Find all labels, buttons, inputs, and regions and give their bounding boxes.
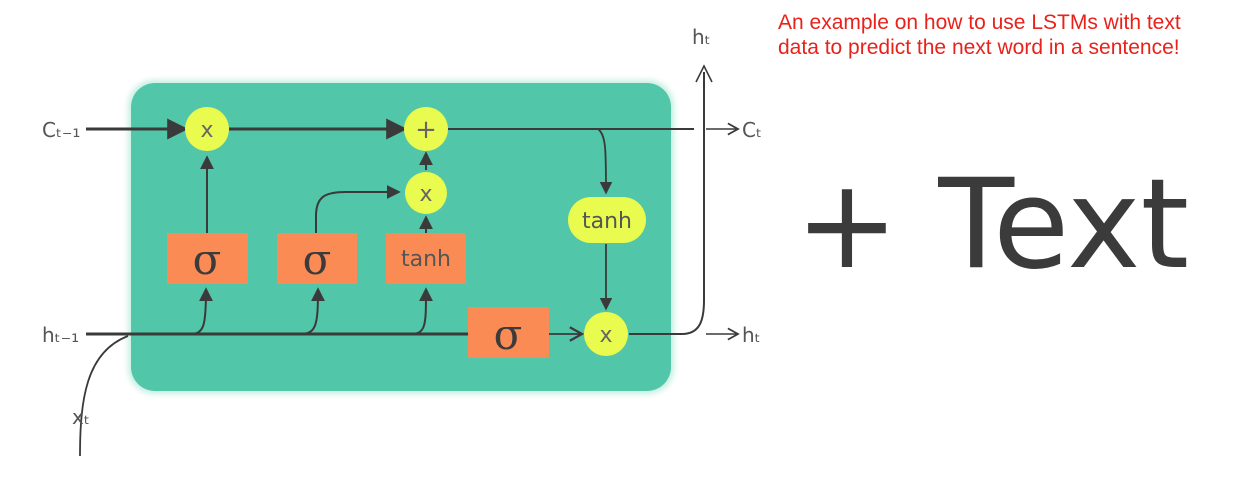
lstm-cell-diagram: σ σ tanh σ x + x x tanh Cₜ₋₁ hₜ₋₁ xₜ Cₜ …: [42, 25, 762, 457]
input-gate-input: [299, 287, 325, 335]
forget-mult-label: x: [200, 118, 213, 143]
input-gate-box: [277, 233, 357, 284]
output-gate-box: [468, 307, 549, 358]
cell-to-tanh-line: [597, 128, 613, 195]
hidden-up-arrow: [695, 64, 713, 83]
input-mult-node: [405, 172, 447, 214]
x-input-label: xₜ: [72, 405, 90, 429]
plus-text-heading: + Text: [795, 153, 1190, 297]
c-prev-label: Cₜ₋₁: [42, 118, 80, 142]
x-input-curve: [79, 335, 129, 457]
output-mult-node: [584, 312, 628, 356]
h-out-label: hₜ: [742, 323, 761, 347]
forget-gate-input: [189, 287, 213, 335]
h-prev-label: hₜ₋₁: [42, 323, 79, 347]
cell-tanh-node: [568, 197, 646, 243]
forget-mult-node: [185, 107, 229, 151]
forget-gate-box: [167, 233, 248, 284]
input-mult-label: x: [419, 182, 432, 207]
input-gate-label: σ: [303, 235, 332, 284]
input-gate-to-mult: [315, 185, 401, 233]
h-top-label: hₜ: [692, 25, 711, 49]
cell-add-label: +: [415, 115, 437, 145]
cell-tanh-label: tanh: [582, 209, 632, 234]
hidden-up-line: [681, 72, 705, 335]
candidate-input: [409, 287, 433, 335]
candidate-gate-label: tanh: [401, 247, 451, 272]
candidate-gate-box: [386, 233, 466, 284]
c-out-label: Cₜ: [742, 118, 762, 142]
caption-text: An example on how to use LSTMs with text…: [778, 11, 1181, 59]
output-mult-label: x: [599, 323, 612, 348]
forget-gate-label: σ: [193, 235, 222, 284]
cell-add-node: [404, 107, 448, 151]
output-gate-label: σ: [494, 310, 523, 359]
